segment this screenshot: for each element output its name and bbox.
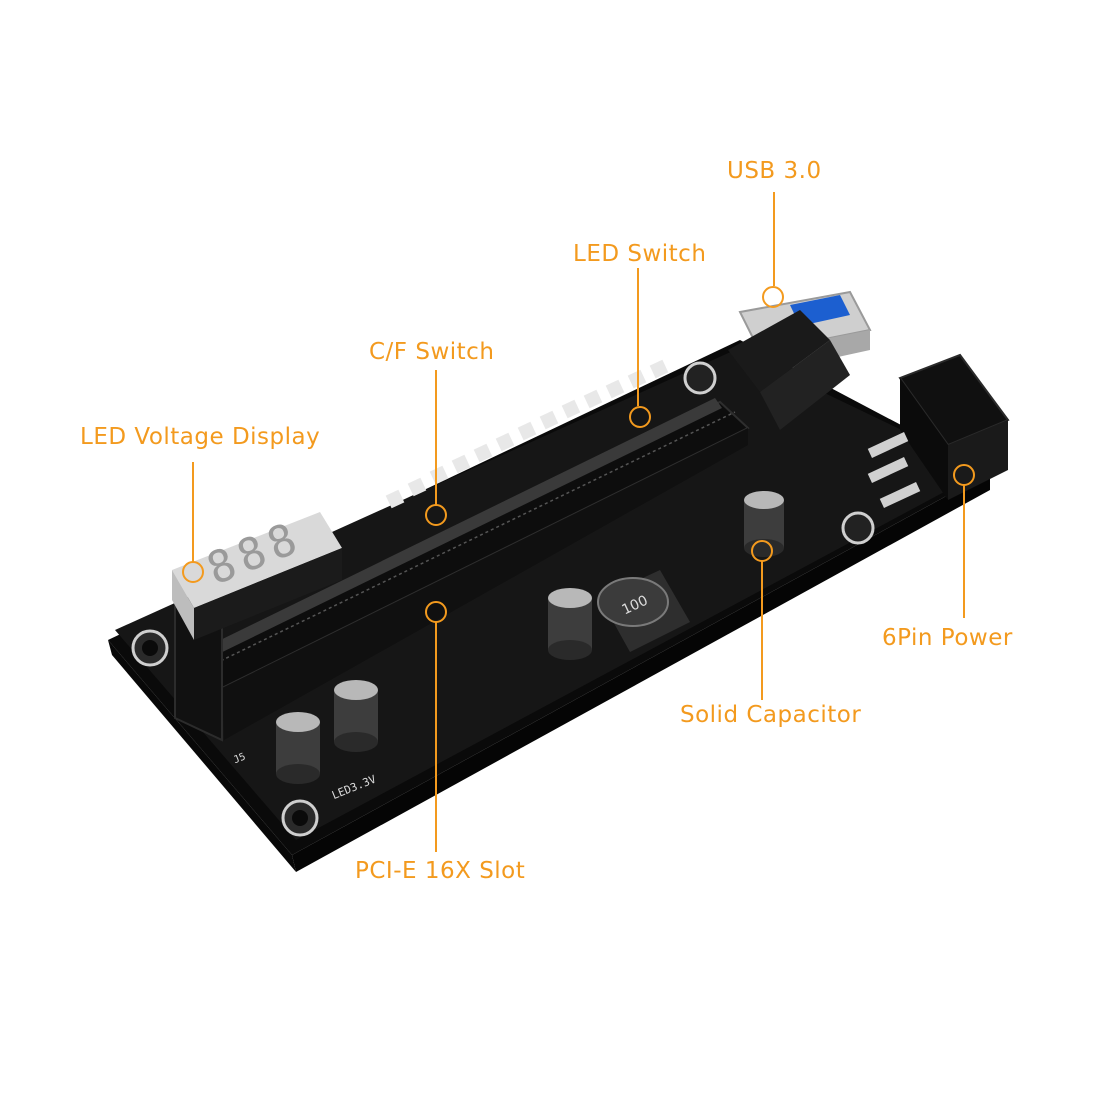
cf-switch-leader [425,370,447,526]
capacitor-2 [744,491,784,557]
solid-capacitor-leader [751,540,773,700]
led-switch-label: LED Switch [573,241,707,267]
led-switch-leader [629,268,651,428]
capacitor-1 [548,588,592,660]
power-pins [867,432,921,508]
callout-lines [182,192,975,852]
inductor: 100 [597,570,690,652]
voltage-display-leader [182,462,204,583]
usb-label: USB 3.0 [727,158,822,184]
led-voltage-display-label: LED Voltage Display [80,424,321,450]
cf-switch-label: C/F Switch [369,339,495,365]
capacitor-4 [334,680,378,752]
pcie-slot-label: PCI-E 16X Slot [355,858,526,884]
capacitors [276,491,784,784]
mounting-holes [131,361,875,837]
capacitor-3 [276,712,320,784]
six-pin-leader [953,464,975,618]
solid-capacitor-label: Solid Capacitor [680,702,862,728]
pcie-slot [174,398,750,742]
six-pin-connector [867,353,1010,508]
pcie-slot-leader [425,601,447,852]
six-pin-power-label: 6Pin Power [882,625,1013,651]
usb-leader [762,192,784,308]
voltage-display-module [172,512,342,640]
